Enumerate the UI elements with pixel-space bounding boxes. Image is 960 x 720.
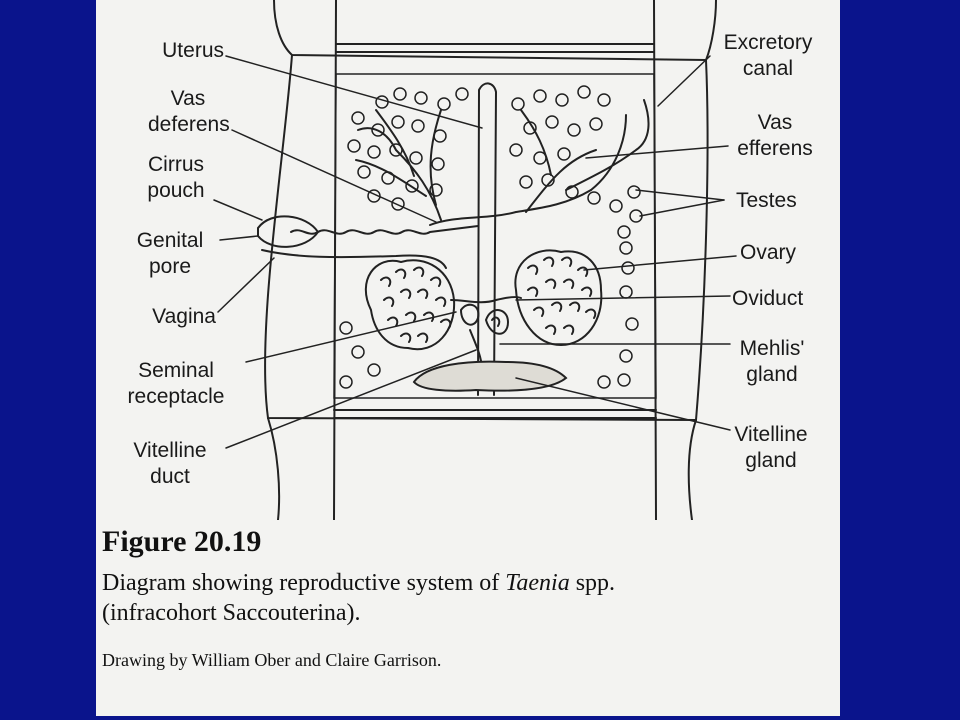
caption-suffix: spp. (infracohort Saccouterina). xyxy=(102,570,616,626)
uterus xyxy=(477,82,498,396)
transverse-canal-top xyxy=(335,43,655,53)
vas-efferens-right xyxy=(520,99,650,213)
caption-prefix: Diagram showing reproductive system of xyxy=(102,570,506,596)
label-genital-pore: Genital pore xyxy=(136,229,204,278)
label-vas-efferens: Vas efferens xyxy=(737,111,813,160)
figure-credit: Drawing by William Ober and Claire Garri… xyxy=(102,650,442,670)
sperm-duct-upper xyxy=(429,189,592,226)
inner-box xyxy=(333,73,657,399)
seminal-receptacle xyxy=(459,303,480,326)
testes xyxy=(339,85,643,389)
ovary-left xyxy=(364,259,456,351)
vagina xyxy=(261,249,447,269)
vas-efferens-left xyxy=(355,109,442,221)
label-mehlis-gland: Mehlis' gland xyxy=(739,337,805,386)
label-oviduct: Oviduct xyxy=(732,287,804,310)
label-excretory-canal: Excretory canal xyxy=(723,31,813,80)
figure-caption: Diagram showing reproductive system of T… xyxy=(102,568,822,628)
figure-page: Uterus Vas deferens Cirrus pouch Genital… xyxy=(96,0,840,716)
label-testes: Testes xyxy=(736,189,797,212)
label-vitelline-gland: Vitelline gland xyxy=(734,423,808,472)
label-ovary: Ovary xyxy=(740,241,797,264)
label-cirrus-pouch: Cirrus pouch xyxy=(147,153,205,202)
ovary-right xyxy=(514,249,603,347)
label-seminal-receptacle: Seminal receptacle xyxy=(127,359,225,408)
upper-proglottid xyxy=(273,0,717,62)
label-vitelline-duct: Vitelline duct xyxy=(133,439,207,488)
label-vas-deferens: Vas deferens xyxy=(148,87,230,136)
caption-genus: Taenia xyxy=(505,570,570,596)
transverse-canal-bottom xyxy=(333,409,657,419)
leader-lines xyxy=(213,55,737,449)
label-vagina: Vagina xyxy=(152,305,216,328)
taenia-proglottid-diagram xyxy=(213,0,737,520)
mehlis-gland xyxy=(484,309,510,335)
cirrus-pouch xyxy=(257,215,320,248)
figure-title: Figure 20.19 xyxy=(102,525,262,558)
vitelline-gland xyxy=(412,360,568,392)
oviduct xyxy=(450,295,522,304)
label-uterus: Uterus xyxy=(162,39,224,62)
vas-deferens xyxy=(290,225,479,235)
lower-proglottid xyxy=(267,417,697,520)
